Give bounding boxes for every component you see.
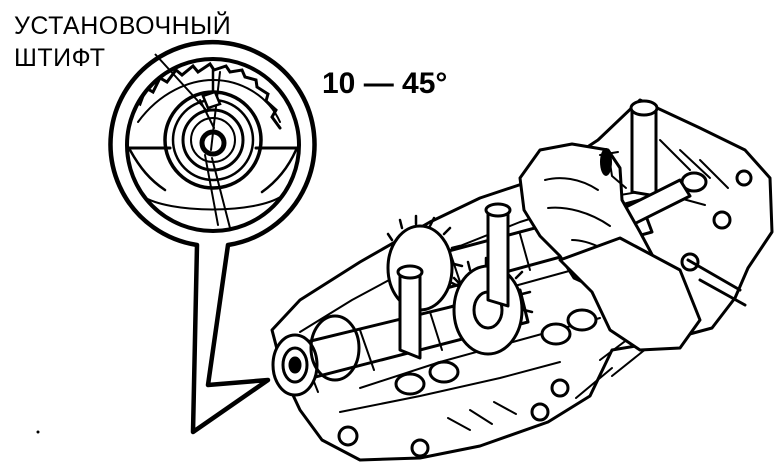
cylinder-head [270, 98, 774, 462]
pin-label-line2: ШТИФТ [14, 44, 106, 72]
pin-label: УСТАНОВОЧНЫЙ ШТИФТ [14, 10, 231, 74]
pin-leader-line [154, 53, 209, 113]
hand-with-wrench [518, 142, 702, 352]
speck [36, 430, 40, 434]
angle-label: 10 — 45° [322, 67, 448, 100]
pin-label-line1: УСТАНОВОЧНЫЙ [14, 12, 232, 40]
zoomed-sprocket [127, 61, 299, 229]
callout-bubble [108, 40, 317, 435]
